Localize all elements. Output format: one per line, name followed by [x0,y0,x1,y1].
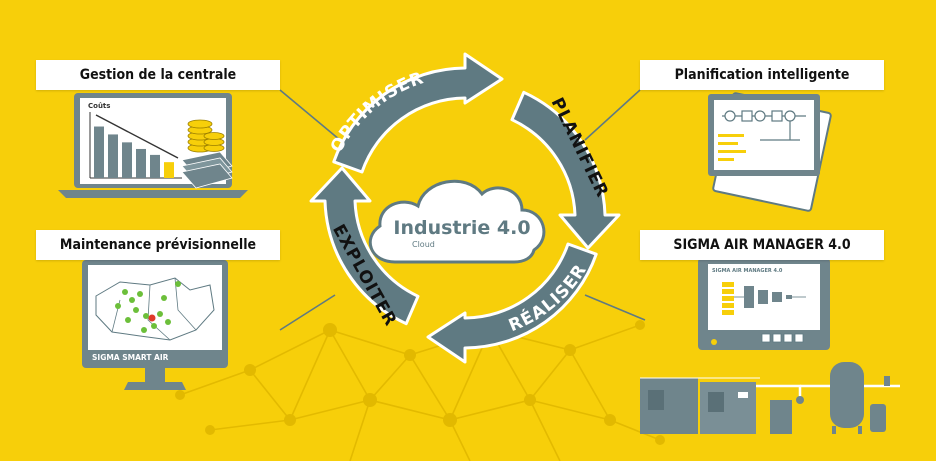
label-realiser: RÉALISER [506,260,591,336]
cost-bar [136,148,146,178]
blueprint-icon [708,92,832,212]
network-mesh-icon [179,324,661,461]
cash-stack-icon [181,151,233,189]
arrow-realiser [426,242,598,364]
cost-bar [94,126,104,178]
center-title: Industrie 4.0 [393,217,530,239]
monitor-icon: SIGMA SMART AIR [82,260,228,390]
arrow-exploiter [309,166,420,326]
coins-icon [187,119,225,153]
map-pin-icon [115,281,181,333]
box-gestion-centrale: Gestion de la centrale [36,60,280,90]
air-tank-icon [830,362,890,434]
cost-bar [150,154,160,178]
laptop-chart-label: Coûts [88,102,110,110]
compressor-icon [640,377,900,434]
controller-icon: SIGMA AIR MANAGER 4.0 [698,258,830,350]
controller-title: SIGMA AIR MANAGER 4.0 [712,268,783,274]
arrow-planifier [510,90,621,250]
cloud-icon: Industrie 4.0 Cloud [368,179,546,264]
cost-bar [122,142,132,178]
arrow-optimiser [332,52,504,174]
box-planification-intelligente: Planification intelligente [640,60,884,90]
cost-bar [108,134,118,178]
cycle-ring [309,52,621,364]
monitor-brand: SIGMA SMART AIR [92,353,169,362]
box-sigma-air-manager: SIGMA AIR MANAGER 4.0 [640,230,884,260]
cost-bar [164,162,174,178]
box-maintenance-previsionnelle: Maintenance prévisionnelle [36,230,280,260]
center-subtitle: Cloud [412,240,435,249]
